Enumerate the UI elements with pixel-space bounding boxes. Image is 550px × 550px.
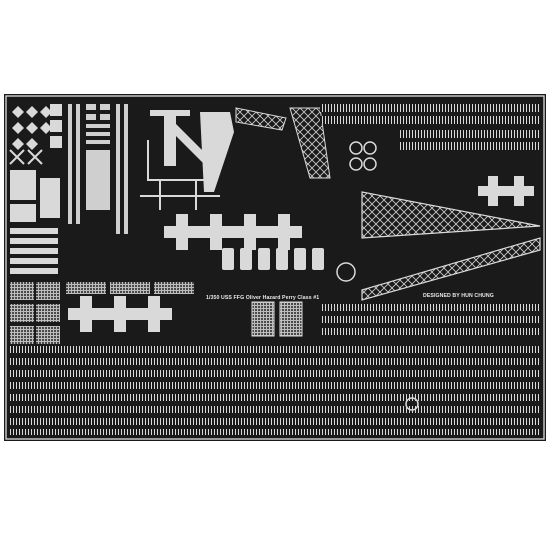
- railings-bottom: [10, 304, 540, 435]
- mast-frame: [140, 140, 220, 210]
- cross-parts: [68, 176, 534, 332]
- railings-top-right: [320, 104, 540, 150]
- fret-title-text: 1/350 USS FFG Oliver Hazard Perry Class …: [206, 295, 320, 301]
- designer-credit-text: DESIGNED BY HUN CHUNG: [423, 293, 494, 299]
- small-fittings-top-left: [9, 104, 62, 165]
- fret-frame: [5, 95, 545, 440]
- door-row: [222, 248, 324, 270]
- triangular-panels-right: [361, 191, 541, 301]
- round-fittings: [336, 141, 419, 411]
- mesh-grids-left: [10, 282, 194, 344]
- misc-parts-left: [10, 170, 60, 274]
- vertical-strips-top: [68, 104, 128, 234]
- hatch-panels-center: [251, 301, 303, 337]
